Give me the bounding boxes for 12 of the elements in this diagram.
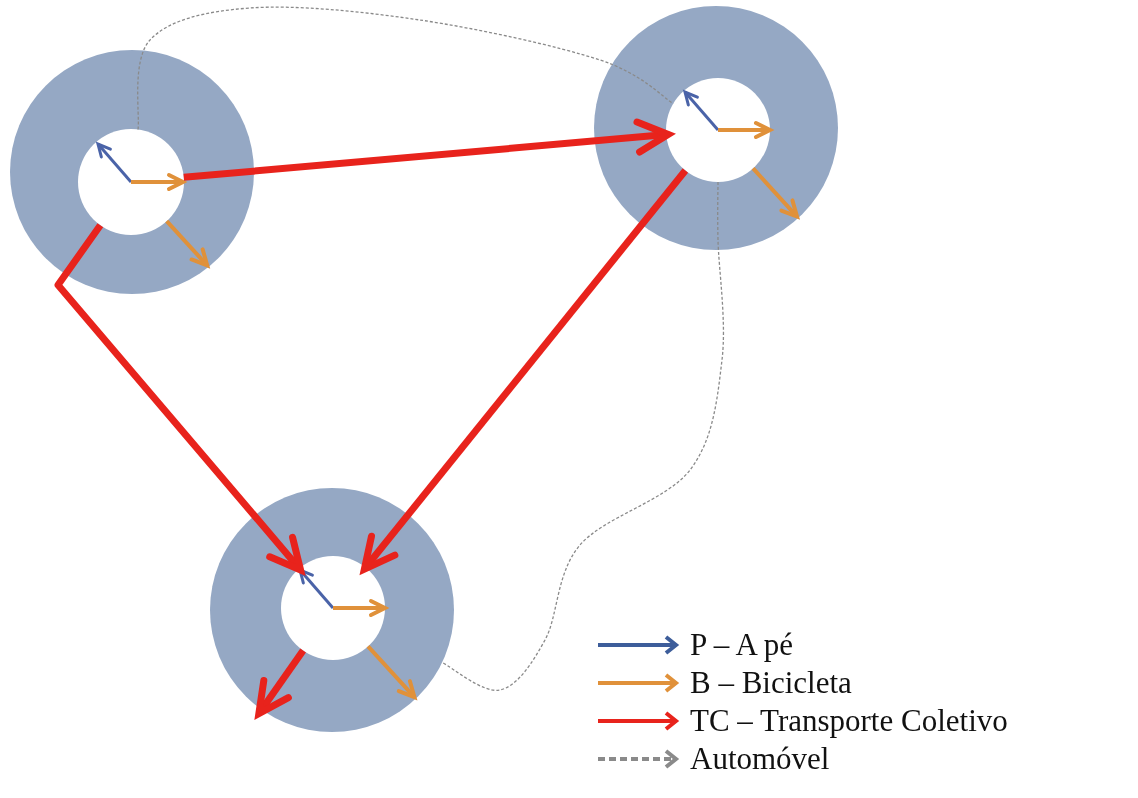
dotted-route-line bbox=[137, 6, 674, 131]
transit-arrow bbox=[255, 648, 306, 718]
bike-range-arrow bbox=[165, 219, 210, 268]
bike-range-arrow bbox=[366, 645, 417, 700]
legend-label: P – A pé bbox=[690, 627, 794, 663]
transit-arrow bbox=[54, 223, 305, 574]
bike-range-arrow bbox=[751, 167, 799, 219]
dotted-route-line bbox=[441, 181, 725, 691]
legend-label: Automóvel bbox=[690, 741, 830, 777]
transit-arrow bbox=[360, 168, 689, 573]
legend-label: TC – Transporte Coletivo bbox=[690, 703, 1008, 739]
legend-label: B – Bicicleta bbox=[690, 665, 852, 701]
